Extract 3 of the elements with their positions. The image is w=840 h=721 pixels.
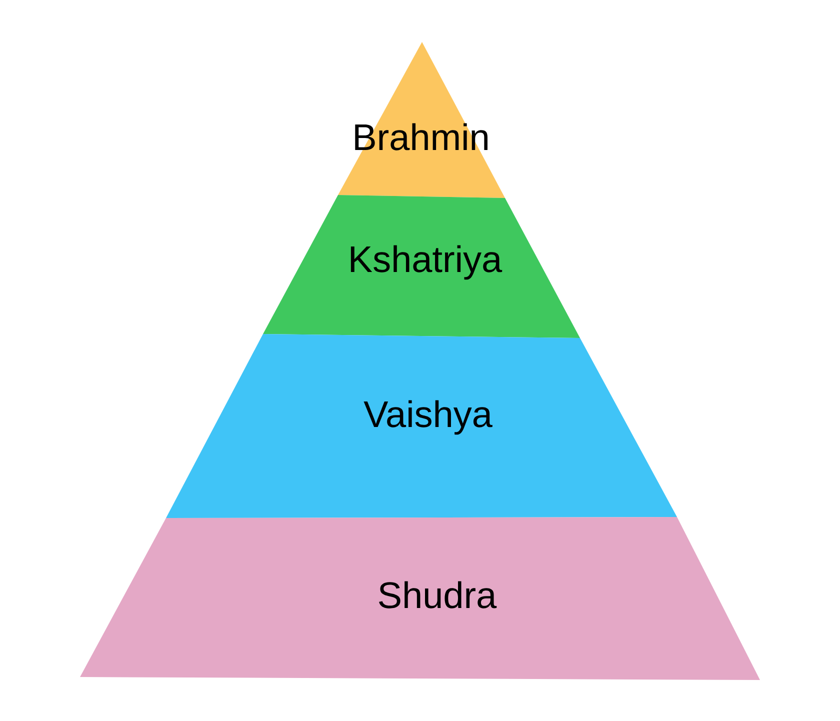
pyramid-tier: Shudra (80, 517, 760, 680)
pyramid-tier: Vaishya (166, 334, 677, 518)
pyramid-tier: Kshatriya (263, 195, 580, 338)
